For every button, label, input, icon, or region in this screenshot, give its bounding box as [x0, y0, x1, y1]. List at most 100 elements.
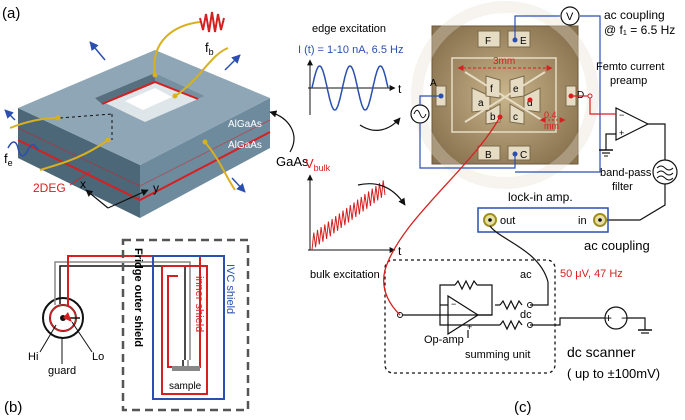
- inner-contact-f: f: [490, 84, 493, 95]
- filter-output-wire: [600, 184, 666, 221]
- edge-title: edge excitation: [312, 23, 386, 35]
- dc-ground-wire: [627, 317, 646, 330]
- lockin-label: lock-in amp.: [508, 190, 573, 204]
- inner-2deg-line: [101, 80, 199, 105]
- bulk-zigzag-wave: [311, 180, 386, 251]
- preamp-ground-wire: [605, 133, 616, 150]
- ac-coupling-2-label: ac coupling: [584, 238, 650, 253]
- gold-wire-right: [204, 141, 236, 191]
- preamp-input-wire: [571, 95, 616, 115]
- pad-E: [507, 30, 531, 48]
- flow-arrow-3: [4, 109, 16, 121]
- contact-dot-3: [55, 115, 61, 121]
- edge-sine-wave: [311, 65, 389, 111]
- layer-label-2: AlGaAs: [228, 140, 262, 151]
- contact-C: C: [520, 150, 527, 161]
- bulk-to-chip-arrow: [357, 183, 406, 206]
- gold-wire-fe: [9, 117, 59, 129]
- dc-resistor: [499, 319, 523, 331]
- preamp-plus: +: [619, 128, 624, 138]
- twodeg-pointer: [69, 171, 91, 186]
- contact-dot-5: [202, 139, 208, 145]
- axis-y-label: y: [153, 181, 159, 195]
- layer-label-1: AlGaAs: [228, 119, 262, 130]
- sample-stage: [172, 366, 200, 371]
- chip-photo-edge: [411, 1, 599, 189]
- bulk-excitation-label: bulk excitation: [310, 269, 380, 281]
- slab-inner-wall-2: [155, 73, 205, 99]
- chip-photo: [431, 25, 579, 165]
- outer-2deg-line-2: [17, 119, 271, 187]
- contact-E: E: [520, 36, 527, 47]
- voltmeter-wire-left: [514, 15, 560, 40]
- inner-contact-d: d: [527, 98, 533, 109]
- voltmeter-label: V: [566, 11, 574, 23]
- inner-shield: [161, 265, 208, 395]
- lockin-in-label: in: [578, 215, 587, 227]
- edge-to-source-arrow: [359, 117, 401, 131]
- fe-wave-icon: [7, 141, 39, 157]
- slab-left-face: [18, 108, 140, 218]
- inner-shield-label: inner shield: [193, 276, 205, 332]
- lockin-out-label: out: [500, 215, 515, 227]
- axis-x-label: x: [80, 177, 86, 191]
- fb-zigzag-icon: [199, 11, 225, 33]
- summing-node-wire: [439, 305, 500, 326]
- ac-input-label: ac: [520, 269, 532, 281]
- pad-F: [477, 30, 501, 48]
- contact-dot-1: [152, 72, 158, 78]
- preamp-output-wire: [648, 123, 666, 160]
- lockin-in-pin: [598, 218, 602, 222]
- panel-b-label: (b): [4, 399, 22, 416]
- cable-gray: [54, 261, 191, 360]
- dim-mm-label: mm: [544, 121, 559, 131]
- source-wire-bottom: [419, 123, 516, 169]
- flow-arrow-4: [231, 177, 246, 193]
- fridge-shield-label: Fridge outer shield: [132, 248, 144, 347]
- dc-wire-out: [530, 317, 605, 326]
- opamp-plus: +: [467, 322, 472, 332]
- guard-label: guard: [48, 365, 76, 377]
- substrate-label: GaAs: [276, 154, 309, 169]
- pad-C: [507, 145, 531, 161]
- inner-contact-b: b: [490, 112, 496, 123]
- axis-y-arrow: [107, 189, 149, 209]
- coax-pointer: [63, 312, 72, 322]
- sample-label: sample: [169, 381, 202, 392]
- feedback-resistor: [454, 279, 478, 291]
- lockin-to-summing-wire: [489, 225, 549, 283]
- slab-inner-wall: [95, 73, 155, 104]
- flow-arrow-1: [89, 41, 106, 61]
- pad-B: [477, 145, 501, 161]
- ac-resistor: [499, 299, 523, 311]
- fe-label: fe: [4, 151, 13, 168]
- dc-input-label: dc: [520, 309, 532, 321]
- panel-c-label: (c): [514, 399, 532, 416]
- preamp-triangle: [615, 107, 650, 141]
- panel-b: (b) Hi guard Lo Fridge outer shield IVC …: [4, 238, 250, 416]
- dc-scanner-minus: −: [621, 311, 628, 325]
- opamp-label: Op-amp: [424, 334, 464, 346]
- panel-a-label: (a): [2, 5, 20, 22]
- hi-pointer: [39, 324, 57, 353]
- edge-current: I (t) = 1-10 nA, 6.5 Hz: [298, 44, 403, 56]
- lo-pointer: [71, 321, 93, 353]
- preamp-node: [587, 93, 593, 99]
- vbulk-label: Vbulk: [305, 156, 331, 173]
- slab-hole: [125, 88, 172, 110]
- contact-F: F: [485, 36, 491, 47]
- panel-a: (a) AlGaAs AlGaAs GaAs: [2, 5, 309, 218]
- bandpass-label-1: band-pass: [600, 167, 652, 179]
- inner-contact-c: c: [513, 112, 518, 123]
- dim-3mm-label: 3mm: [493, 56, 515, 67]
- gold-wire-fb: [153, 21, 201, 76]
- lo-label: Lo: [92, 351, 104, 363]
- bandpass-label-2: filter: [612, 181, 633, 193]
- substrate-arrow: [269, 110, 295, 153]
- inner-contact-e: e: [513, 84, 519, 95]
- dc-range-label: ( up to ±100mV): [567, 366, 660, 381]
- gold-wire-fb-2: [174, 47, 229, 97]
- ac-wire-in: [530, 282, 549, 306]
